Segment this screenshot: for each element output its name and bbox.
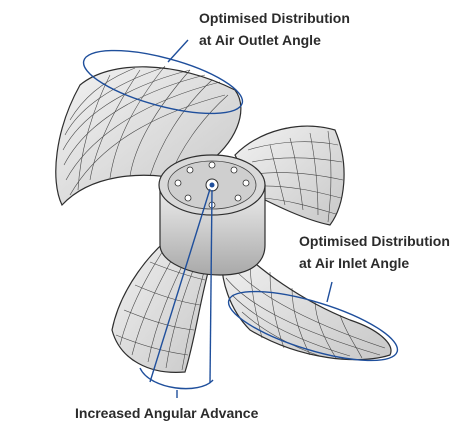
outlet-label-line1: Optimised Distribution (199, 10, 350, 26)
inlet-leader (326, 281, 333, 303)
outlet-annotation (82, 39, 244, 115)
blade-upper-right (234, 125, 345, 226)
outlet-label-line2: at Air Outlet Angle (199, 32, 321, 48)
advance-arc (139, 367, 214, 390)
inlet-label-line1: Optimised Distribution (299, 233, 450, 249)
advance-leader-right (209, 189, 213, 384)
outlet-leader (167, 39, 189, 63)
fan-hub (158, 154, 266, 276)
advance-leader-left (149, 188, 211, 383)
outlet-ellipse (82, 49, 244, 115)
advance-label: Increased Angular Advance (75, 405, 259, 421)
blade-lower-right (221, 244, 392, 361)
inlet-label-line2: at Air Inlet Angle (299, 255, 409, 271)
inlet-ellipse (227, 290, 399, 362)
inlet-annotation (227, 281, 399, 362)
angular-advance-annotation (139, 188, 214, 398)
